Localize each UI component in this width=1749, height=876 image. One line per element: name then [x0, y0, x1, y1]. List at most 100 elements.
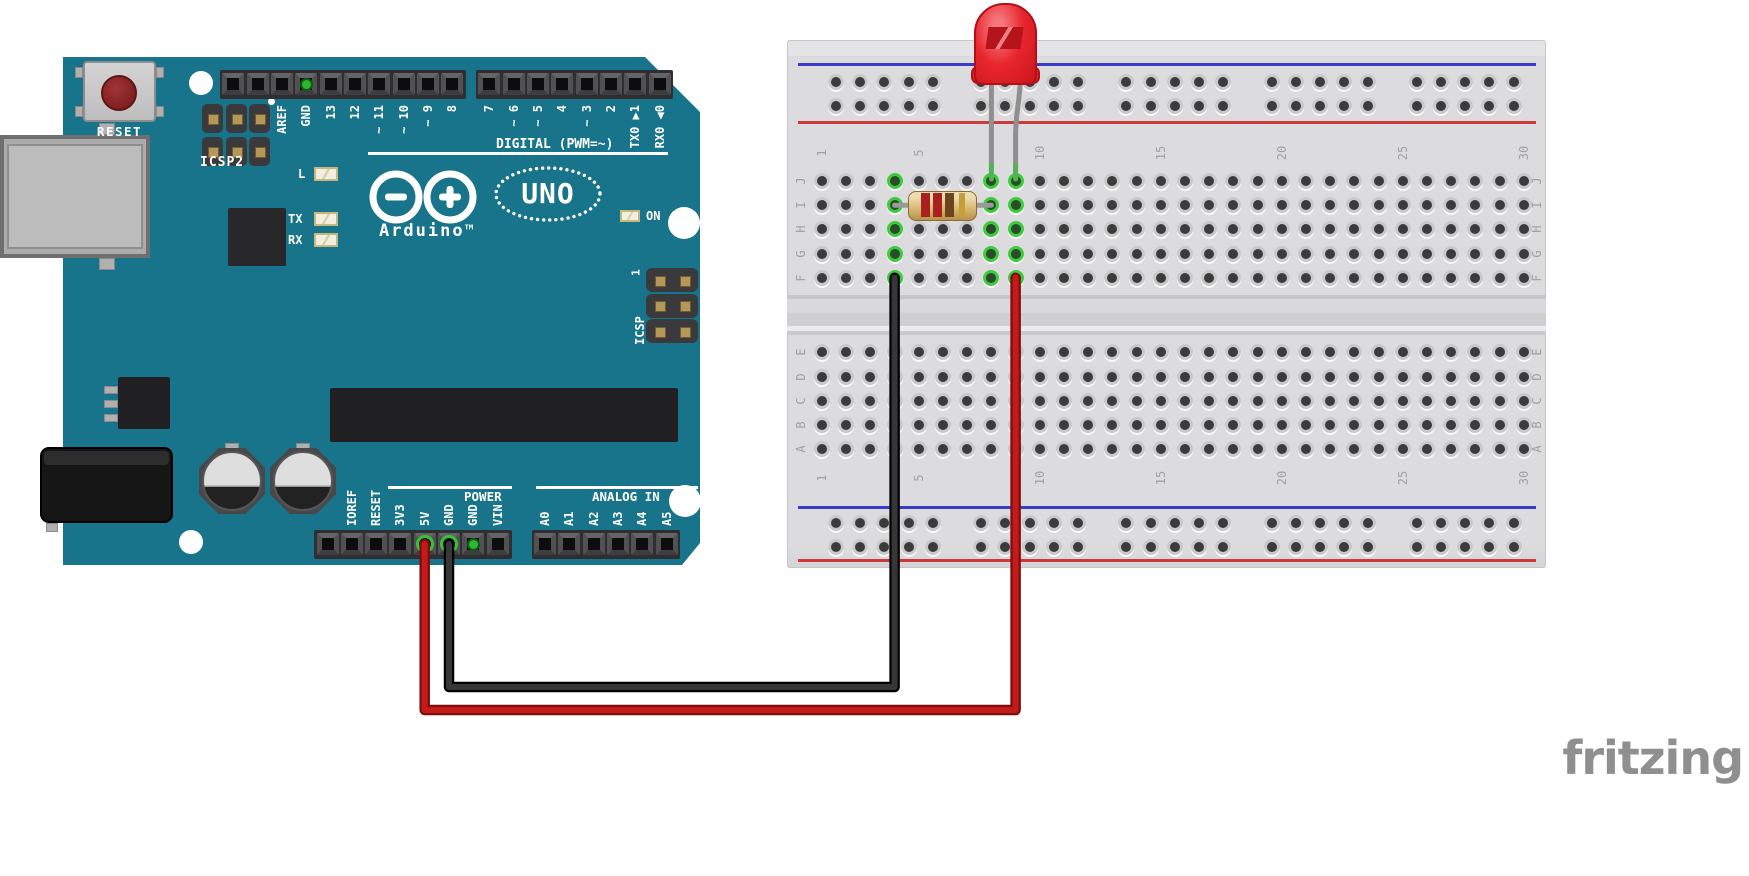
breadboard-hole[interactable]: [1142, 539, 1159, 555]
breadboard-hole[interactable]: [900, 98, 917, 114]
breadboard-hole[interactable]: [1370, 245, 1387, 262]
header-pin-digital-right[interactable]: [624, 73, 647, 95]
breadboard-hole[interactable]: [1370, 269, 1387, 286]
breadboard-hole[interactable]: [1045, 515, 1062, 531]
breadboard-hole[interactable]: [1070, 74, 1086, 90]
breadboard-hole[interactable]: [1273, 344, 1290, 361]
breadboard-hole[interactable]: [1152, 392, 1169, 409]
breadboard-hole[interactable]: [1007, 221, 1024, 238]
breadboard-hole[interactable]: [1056, 269, 1072, 286]
breadboard-hole[interactable]: [1045, 539, 1062, 555]
breadboard-hole[interactable]: [1298, 344, 1314, 361]
breadboard-hole[interactable]: [1177, 417, 1193, 433]
breadboard-hole[interactable]: [1031, 344, 1048, 361]
breadboard-hole[interactable]: [1225, 368, 1242, 385]
breadboard-hole[interactable]: [1467, 245, 1484, 262]
breadboard-hole[interactable]: [1056, 368, 1072, 385]
breadboard-hole[interactable]: [1481, 74, 1498, 90]
breadboard-hole[interactable]: [1360, 515, 1377, 531]
breadboard-hole[interactable]: [1443, 344, 1460, 361]
header-pin-digital-right[interactable]: [575, 73, 598, 95]
breadboard-hole[interactable]: [1128, 269, 1145, 286]
breadboard-hole[interactable]: [1312, 515, 1328, 531]
breadboard-hole[interactable]: [814, 392, 830, 409]
breadboard-hole[interactable]: [1467, 368, 1484, 385]
breadboard-hole[interactable]: [1419, 441, 1435, 458]
breadboard-hole[interactable]: [1370, 417, 1387, 433]
breadboard-hole[interactable]: [1249, 441, 1266, 458]
breadboard-hole[interactable]: [862, 368, 879, 385]
breadboard-hole[interactable]: [828, 74, 844, 90]
breadboard-hole[interactable]: [1467, 392, 1484, 409]
breadboard-hole[interactable]: [886, 221, 903, 238]
breadboard-hole[interactable]: [1177, 245, 1193, 262]
breadboard-hole[interactable]: [959, 173, 976, 189]
breadboard-hole[interactable]: [1322, 221, 1339, 238]
breadboard-hole[interactable]: [900, 515, 917, 531]
header-pin-digital-left[interactable]: [343, 73, 366, 95]
breadboard-hole[interactable]: [1128, 173, 1145, 189]
breadboard-hole[interactable]: [1128, 245, 1145, 262]
breadboard-hole[interactable]: [1515, 269, 1532, 286]
breadboard-hole[interactable]: [1007, 269, 1024, 286]
breadboard-hole[interactable]: [1491, 344, 1508, 361]
breadboard-hole[interactable]: [1225, 417, 1242, 433]
header-pin-digital-left[interactable]: [319, 73, 342, 95]
breadboard-hole[interactable]: [1443, 368, 1460, 385]
breadboard-hole[interactable]: [1515, 368, 1532, 385]
breadboard-hole[interactable]: [1007, 197, 1024, 214]
breadboard-hole[interactable]: [1433, 515, 1449, 531]
breadboard-hole[interactable]: [1249, 269, 1266, 286]
breadboard-hole[interactable]: [1336, 74, 1353, 90]
header-pin-power[interactable]: [365, 533, 388, 555]
breadboard-hole[interactable]: [1273, 417, 1290, 433]
breadboard-hole[interactable]: [886, 392, 903, 409]
breadboard-hole[interactable]: [910, 441, 927, 458]
breadboard-hole[interactable]: [1419, 221, 1435, 238]
breadboard-hole[interactable]: [1031, 245, 1048, 262]
breadboard-hole[interactable]: [1031, 173, 1048, 189]
breadboard-hole[interactable]: [1263, 74, 1280, 90]
breadboard-hole[interactable]: [1322, 368, 1339, 385]
breadboard-hole[interactable]: [1045, 74, 1062, 90]
breadboard-hole[interactable]: [1215, 74, 1232, 90]
breadboard-hole[interactable]: [1491, 197, 1508, 214]
breadboard-hole[interactable]: [1249, 197, 1266, 214]
breadboard-hole[interactable]: [1491, 173, 1508, 189]
breadboard-hole[interactable]: [886, 269, 903, 286]
breadboard-hole[interactable]: [886, 368, 903, 385]
breadboard-hole[interactable]: [1007, 368, 1024, 385]
header-pin-power[interactable]: [486, 533, 509, 555]
breadboard-hole[interactable]: [900, 539, 917, 555]
breadboard-hole[interactable]: [1056, 245, 1072, 262]
breadboard-hole[interactable]: [1201, 344, 1218, 361]
breadboard-hole[interactable]: [1104, 197, 1121, 214]
breadboard-hole[interactable]: [1225, 197, 1242, 214]
breadboard-hole[interactable]: [862, 197, 879, 214]
breadboard-hole[interactable]: [1031, 368, 1048, 385]
breadboard-hole[interactable]: [1443, 269, 1460, 286]
breadboard-hole[interactable]: [1273, 173, 1290, 189]
header-pin-digital-left[interactable]: [271, 73, 293, 95]
breadboard-hole[interactable]: [1491, 245, 1508, 262]
header-pin-digital-left[interactable]: [246, 73, 269, 95]
breadboard-hole[interactable]: [1201, 368, 1218, 385]
breadboard-hole[interactable]: [910, 368, 927, 385]
icsp-pin-row[interactable]: [646, 293, 698, 318]
breadboard-hole[interactable]: [1515, 392, 1532, 409]
breadboard-hole[interactable]: [1298, 441, 1314, 458]
breadboard-hole[interactable]: [1433, 74, 1449, 90]
breadboard-hole[interactable]: [886, 245, 903, 262]
breadboard-hole[interactable]: [1031, 221, 1048, 238]
header-pin-analog[interactable]: [582, 533, 605, 555]
breadboard-hole[interactable]: [1104, 392, 1121, 409]
breadboard-hole[interactable]: [1263, 539, 1280, 555]
breadboard-hole[interactable]: [1166, 98, 1183, 114]
breadboard-hole[interactable]: [838, 392, 855, 409]
breadboard-hole[interactable]: [1443, 197, 1460, 214]
breadboard-hole[interactable]: [1080, 173, 1097, 189]
breadboard-hole[interactable]: [973, 98, 990, 114]
breadboard-hole[interactable]: [959, 392, 976, 409]
breadboard-hole[interactable]: [1080, 344, 1097, 361]
breadboard-hole[interactable]: [1370, 441, 1387, 458]
